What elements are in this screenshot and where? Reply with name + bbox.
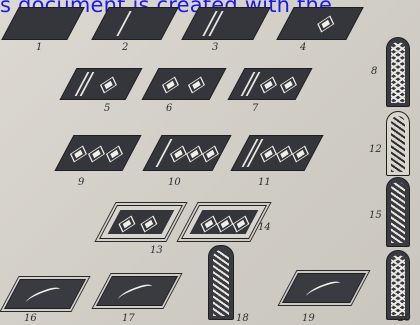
insignia-3 <box>181 7 271 40</box>
insignia-7 <box>227 68 312 100</box>
label-18: 18 <box>236 313 249 324</box>
shoulder-board-18 <box>208 245 234 320</box>
label-12: 12 <box>369 144 382 155</box>
label-20: 20 <box>398 313 411 324</box>
insignia-10 <box>142 135 231 171</box>
label-14: 14 <box>258 222 271 233</box>
insignia-5 <box>59 68 142 100</box>
insignia-9 <box>54 135 141 171</box>
shoulder-board-8 <box>386 37 410 107</box>
label-4: 4 <box>300 42 306 53</box>
insignia-19 <box>282 273 366 303</box>
label-6: 6 <box>166 103 172 114</box>
label-17: 17 <box>122 313 135 324</box>
label-16: 16 <box>24 313 37 324</box>
label-5: 5 <box>104 103 110 114</box>
label-11: 11 <box>258 177 271 188</box>
insignia-16 <box>4 279 86 309</box>
insignia-11 <box>230 135 323 171</box>
insignia-6 <box>141 68 226 100</box>
shoulder-board-12 <box>386 111 410 176</box>
label-19: 19 <box>302 313 315 324</box>
label-15: 15 <box>369 210 382 221</box>
label-2: 2 <box>122 42 128 53</box>
shoulder-board-20 <box>386 250 410 320</box>
insignia-17 <box>96 276 178 306</box>
label-7: 7 <box>252 103 258 114</box>
label-1: 1 <box>36 42 42 53</box>
shoulder-board-15 <box>386 177 410 247</box>
label-10: 10 <box>168 177 181 188</box>
label-8: 8 <box>371 66 377 77</box>
label-13: 13 <box>150 245 163 256</box>
label-9: 9 <box>78 177 84 188</box>
label-3: 3 <box>212 42 218 53</box>
insignia-14 <box>181 205 267 239</box>
insignia-13 <box>99 205 183 239</box>
